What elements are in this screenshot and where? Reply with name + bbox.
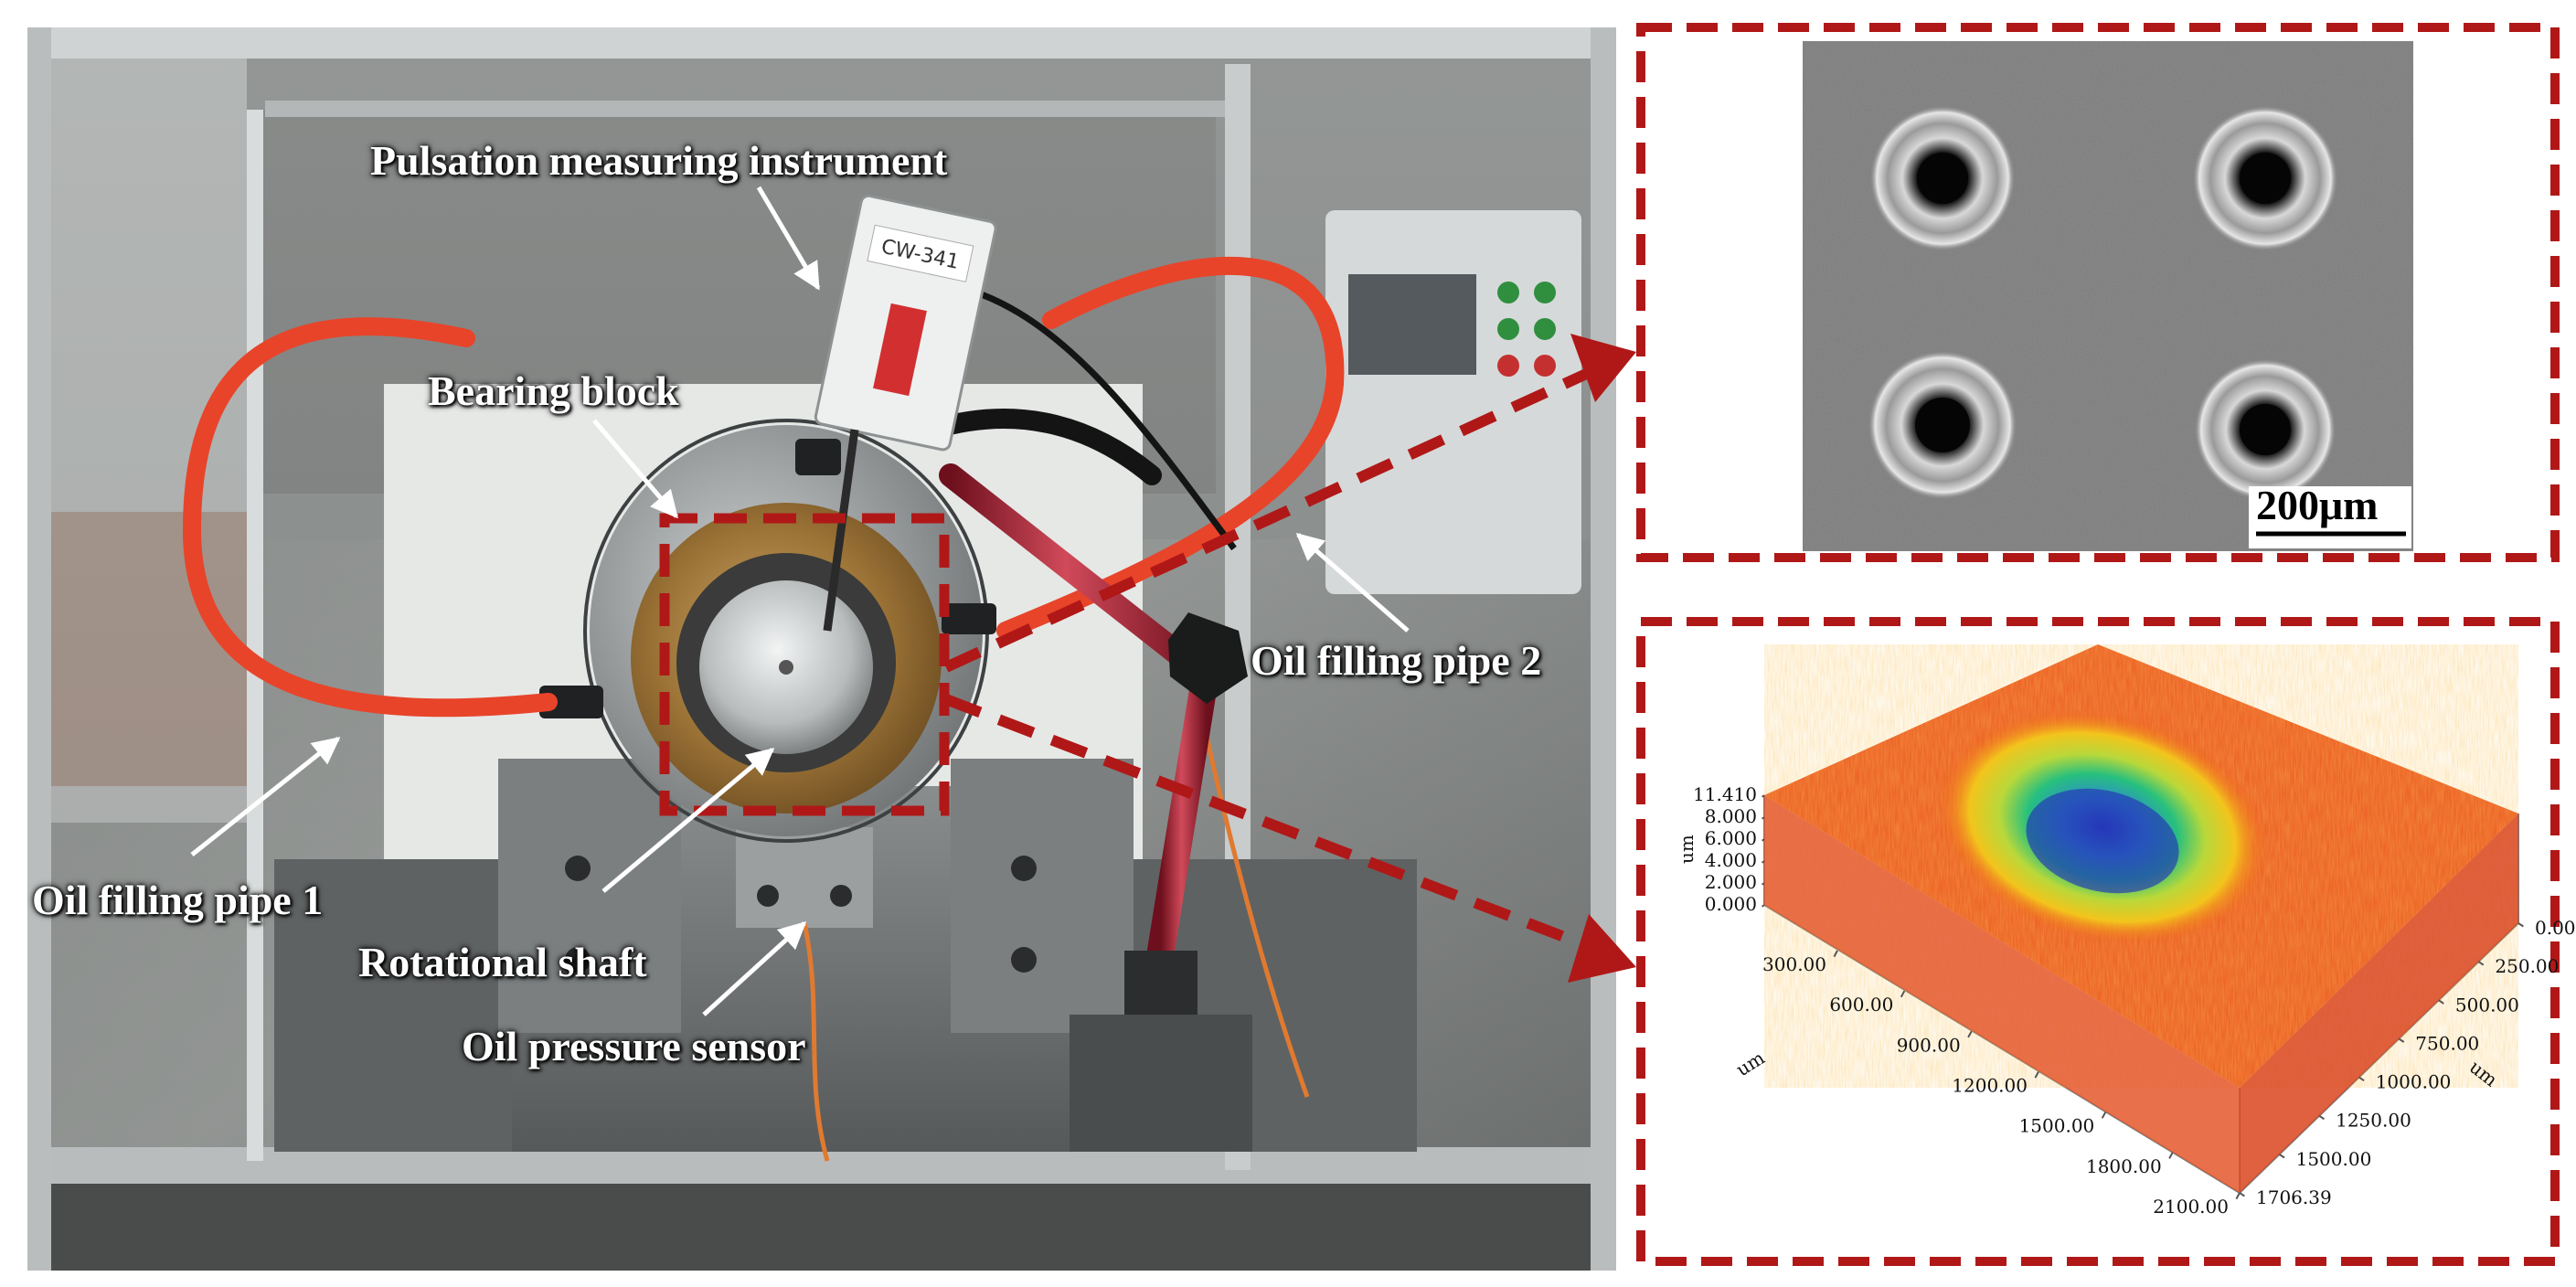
sem-dimples — [1868, 105, 2338, 501]
x-tick-mark — [1833, 950, 1838, 958]
surface-plot — [1763, 644, 2519, 1194]
y-tick-mark — [2358, 1076, 2365, 1082]
y-tick-mark — [2438, 999, 2444, 1005]
label-pulsation-instrument: Pulsation measuring instrument — [370, 137, 948, 184]
x-tick-label: 1500.00 — [2019, 1115, 2095, 1137]
y-tick-label: 250.00 — [2495, 955, 2559, 977]
z-tick-mark — [1761, 860, 1765, 864]
y-axis-ticks: 0.00 250.00 500.00 750.00 1000.00 1250.00 1500… — [2239, 917, 2576, 1208]
x-tick-mark — [2168, 1152, 2174, 1159]
leader-lines — [190, 186, 1410, 1016]
z-tick-label: 6.000 — [1705, 827, 1757, 849]
x-tick-label: 300.00 — [1762, 953, 1826, 975]
z-tick-mark — [1761, 838, 1765, 842]
y-tick-label: 0.00 — [2535, 917, 2576, 939]
y-tick-label: 500.00 — [2455, 994, 2519, 1016]
z-tick-label: 4.000 — [1705, 849, 1757, 871]
zoom-arrows — [943, 334, 1636, 983]
highlight-box — [659, 513, 950, 816]
x-tick-label: 1800.00 — [2086, 1155, 2162, 1177]
scale-bar-bg — [2249, 486, 2411, 548]
z-tick-label: 0.000 — [1705, 893, 1757, 915]
label-rotational-shaft: Rotational shaft — [358, 939, 647, 985]
x-tick-mark — [1900, 990, 1906, 998]
label-bearing-block: Bearing block — [428, 367, 679, 414]
z-tick-label: 2.000 — [1705, 871, 1757, 893]
x-tick-mark — [2101, 1112, 2107, 1119]
x-tick-mark — [2034, 1071, 2039, 1079]
pulsation-instrument: CW-341 — [814, 194, 997, 452]
z-axis-unit: um — [1676, 835, 1698, 864]
y-tick-mark — [2239, 1192, 2245, 1197]
label-oil-filling-pipe-2: Oil filling pipe 2 — [1251, 637, 1542, 684]
z-tick-label: 8.000 — [1705, 805, 1757, 827]
x-tick-mark — [1967, 1030, 1973, 1038]
y-tick-mark — [2477, 961, 2485, 966]
z-tick-mark — [1761, 882, 1765, 886]
z-tick-mark — [1761, 794, 1765, 798]
scale-bar-label: 200μm — [2256, 482, 2379, 528]
label-oil-filling-pipe-1: Oil filling pipe 1 — [32, 877, 324, 923]
y-tick-mark — [2318, 1114, 2326, 1121]
sem-inset-panel — [1636, 23, 2560, 562]
x-tick-label: 2100.00 — [2153, 1196, 2229, 1218]
y-tick-mark — [2398, 1037, 2405, 1043]
z-tick-mark — [1761, 816, 1765, 820]
y-tick-mark — [2279, 1154, 2285, 1159]
y-tick-label: 1250.00 — [2336, 1110, 2411, 1132]
x-tick-mark — [2235, 1192, 2241, 1200]
z-tick-mark — [1761, 904, 1765, 908]
y-tick-label: 750.00 — [2415, 1032, 2479, 1054]
y-tick-mark — [2517, 922, 2524, 928]
z-tick-label: 11.410 — [1693, 783, 1757, 805]
x-tick-label: 1200.00 — [1952, 1075, 2028, 1097]
x-tick-label: 600.00 — [1829, 994, 1893, 1016]
y-tick-label: 1706.39 — [2256, 1186, 2332, 1208]
y-tick-label: 1000.00 — [2376, 1071, 2452, 1093]
x-tick-label: 900.00 — [1897, 1034, 1961, 1056]
photo-panel: CW-341 — [27, 27, 1636, 1271]
label-oil-pressure-sensor: Oil pressure sensor — [462, 1023, 806, 1069]
y-tick-label: 1500.00 — [2296, 1148, 2372, 1170]
